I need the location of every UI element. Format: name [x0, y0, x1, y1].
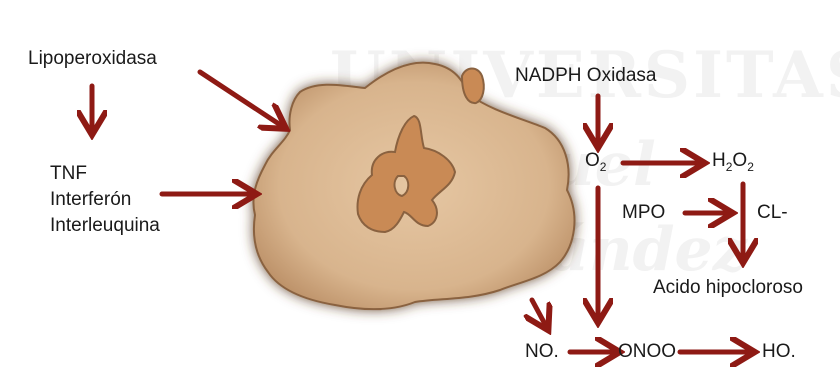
o2-main: O [585, 150, 600, 171]
label-interleuquina: Interleuquina [50, 215, 160, 237]
h2o2-h: H [712, 150, 726, 171]
label-tnf: TNF [50, 163, 87, 185]
h2o2-sub2: 2 [747, 160, 754, 174]
label-interferon: Interferón [50, 189, 131, 211]
label-lipoperoxidasa: Lipoperoxidasa [28, 48, 157, 70]
label-acido-hipocloroso: Acido hipocloroso [653, 277, 803, 299]
label-no: NO. [525, 341, 559, 363]
arrow-lipo-to-cell [200, 72, 282, 126]
label-cl: CL- [757, 202, 788, 224]
label-mpo: MPO [622, 202, 665, 224]
label-o2: O2 [585, 150, 606, 173]
o2-subscript: 2 [600, 160, 607, 174]
arrow-cell-to-no [532, 300, 546, 326]
label-nadph-oxidasa: NADPH Oxidasa [515, 65, 657, 87]
label-ho: HO. [762, 341, 796, 363]
label-h2o2: H2O2 [712, 150, 754, 173]
h2o2-o: O [732, 150, 747, 171]
h2o2-sub1: 2 [726, 160, 733, 174]
label-onoo: ONOO [618, 341, 676, 363]
